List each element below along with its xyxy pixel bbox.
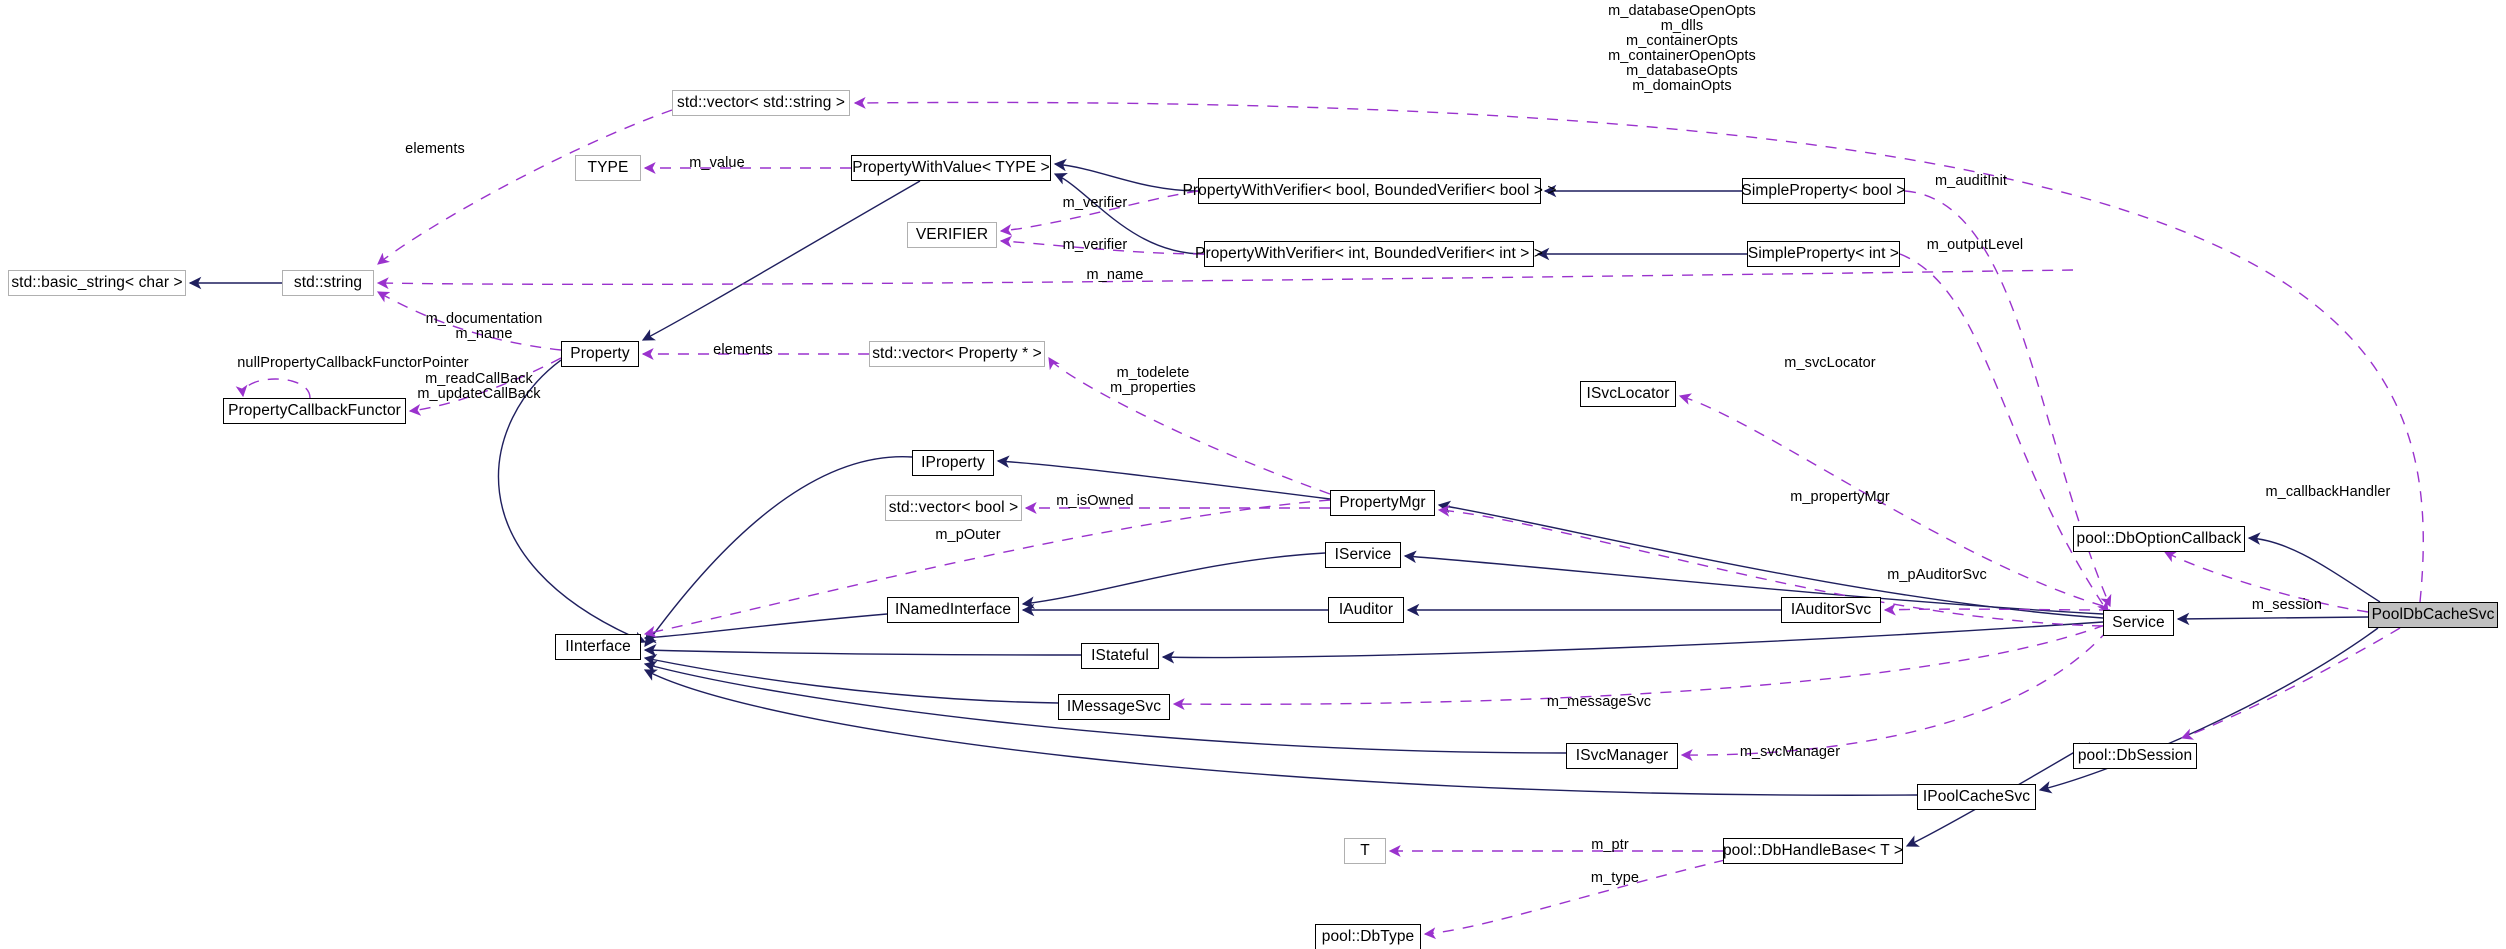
edge-label-m-verifier-int: m_verifier	[1062, 237, 1128, 253]
edge-label-m-value: m_value	[689, 155, 745, 171]
edge-label-m-isowned: m_isOwned	[1056, 493, 1134, 509]
node-isvcmanager[interactable]: ISvcManager	[1566, 743, 1678, 769]
node-iauditor[interactable]: IAuditor	[1328, 597, 1404, 623]
node-std-vector-property-ptr[interactable]: std::vector< Property * >	[869, 341, 1045, 367]
edge-label-m-verifier-bool: m_verifier	[1062, 195, 1128, 211]
node-isvclocator[interactable]: ISvcLocator	[1580, 381, 1676, 407]
node-pool-dbsession[interactable]: pool::DbSession	[2073, 743, 2197, 769]
node-iproperty[interactable]: IProperty	[912, 450, 994, 476]
edge-label-m-documentation-m-name: m_documentation m_name	[425, 311, 543, 342]
node-t-param[interactable]: T	[1344, 838, 1386, 864]
edge-label-m-read-update-callback: m_readCallBack m_updateCallBack	[417, 371, 541, 402]
node-type[interactable]: TYPE	[575, 155, 641, 181]
edge-label-m-svcmanager: m_svcManager	[1739, 744, 1841, 760]
node-propertymgr[interactable]: PropertyMgr	[1330, 490, 1435, 516]
node-simple-property-bool[interactable]: SimpleProperty< bool >	[1741, 178, 1905, 204]
node-std-basic-string[interactable]: std::basic_string< char >	[8, 270, 186, 296]
node-std-vector-std-string[interactable]: std::vector< std::string >	[672, 90, 850, 116]
node-ipoolcachesvc[interactable]: IPoolCacheSvc	[1917, 784, 2036, 810]
node-istateful[interactable]: IStateful	[1081, 643, 1159, 669]
node-verifier[interactable]: VERIFIER	[907, 222, 997, 248]
node-property-with-verifier-bool[interactable]: PropertyWithVerifier< bool, BoundedVerif…	[1182, 178, 1556, 204]
node-property-callback-functor[interactable]: PropertyCallbackFunctor	[223, 398, 406, 424]
node-std-string[interactable]: std::string	[282, 270, 374, 296]
node-pool-dboptioncallback[interactable]: pool::DbOptionCallback	[2073, 526, 2245, 552]
node-std-vector-bool[interactable]: std::vector< bool >	[885, 495, 1022, 521]
edge-label-m-auditinit: m_auditInit	[1934, 173, 2008, 189]
edge-label-m-callbackhandler: m_callbackHandler	[2265, 484, 2391, 500]
edge-label-elements-property: elements	[713, 342, 773, 358]
node-iauditorsvc[interactable]: IAuditorSvc	[1781, 597, 1881, 623]
node-iinterface[interactable]: IInterface	[555, 634, 641, 660]
edge-label-m-svclocator: m_svcLocator	[1784, 355, 1876, 371]
edge-label-m-type: m_type	[1590, 870, 1640, 886]
node-inamedinterface[interactable]: INamedInterface	[887, 597, 1019, 623]
node-pool-dbtype[interactable]: pool::DbType	[1315, 924, 1421, 949]
edge-label-m-pauditorsvc: m_pAuditorSvc	[1887, 567, 1987, 583]
node-service[interactable]: Service	[2103, 610, 2174, 636]
edge-label-m-name: m_name	[1086, 267, 1144, 283]
edge-label-m-ptr: m_ptr	[1591, 837, 1629, 853]
node-property-with-verifier-int[interactable]: PropertyWithVerifier< int, BoundedVerifi…	[1195, 241, 1543, 267]
node-pooldbcachesvc[interactable]: PoolDbCacheSvc	[2368, 602, 2498, 628]
edge-label-m-propertymgr: m_propertyMgr	[1790, 489, 1890, 505]
edge-label-m-outputlevel: m_outputLevel	[1926, 237, 2024, 253]
edge-label-db-opts: m_databaseOpenOpts m_dlls m_containerOpt…	[1608, 3, 1756, 94]
node-pool-dbhandlebase[interactable]: pool::DbHandleBase< T >	[1723, 838, 1903, 864]
node-property-with-value[interactable]: PropertyWithValue< TYPE >	[851, 155, 1051, 181]
edge-label-m-pouter: m_pOuter	[935, 527, 1001, 543]
node-simple-property-int[interactable]: SimpleProperty< int >	[1747, 241, 1900, 267]
node-iservice[interactable]: IService	[1325, 542, 1401, 568]
edge-label-null-callback-pointer: nullPropertyCallbackFunctorPointer	[237, 355, 469, 371]
edge-label-m-todelete-m-properties: m_todelete m_properties	[1110, 365, 1196, 396]
edge-label-elements-top: elements	[405, 141, 465, 157]
node-property[interactable]: Property	[561, 341, 639, 367]
edge-label-m-messagesvc: m_messageSvc	[1546, 694, 1652, 710]
node-imessagesvc[interactable]: IMessageSvc	[1058, 694, 1170, 720]
edge-label-m-session: m_session	[2251, 597, 2323, 613]
